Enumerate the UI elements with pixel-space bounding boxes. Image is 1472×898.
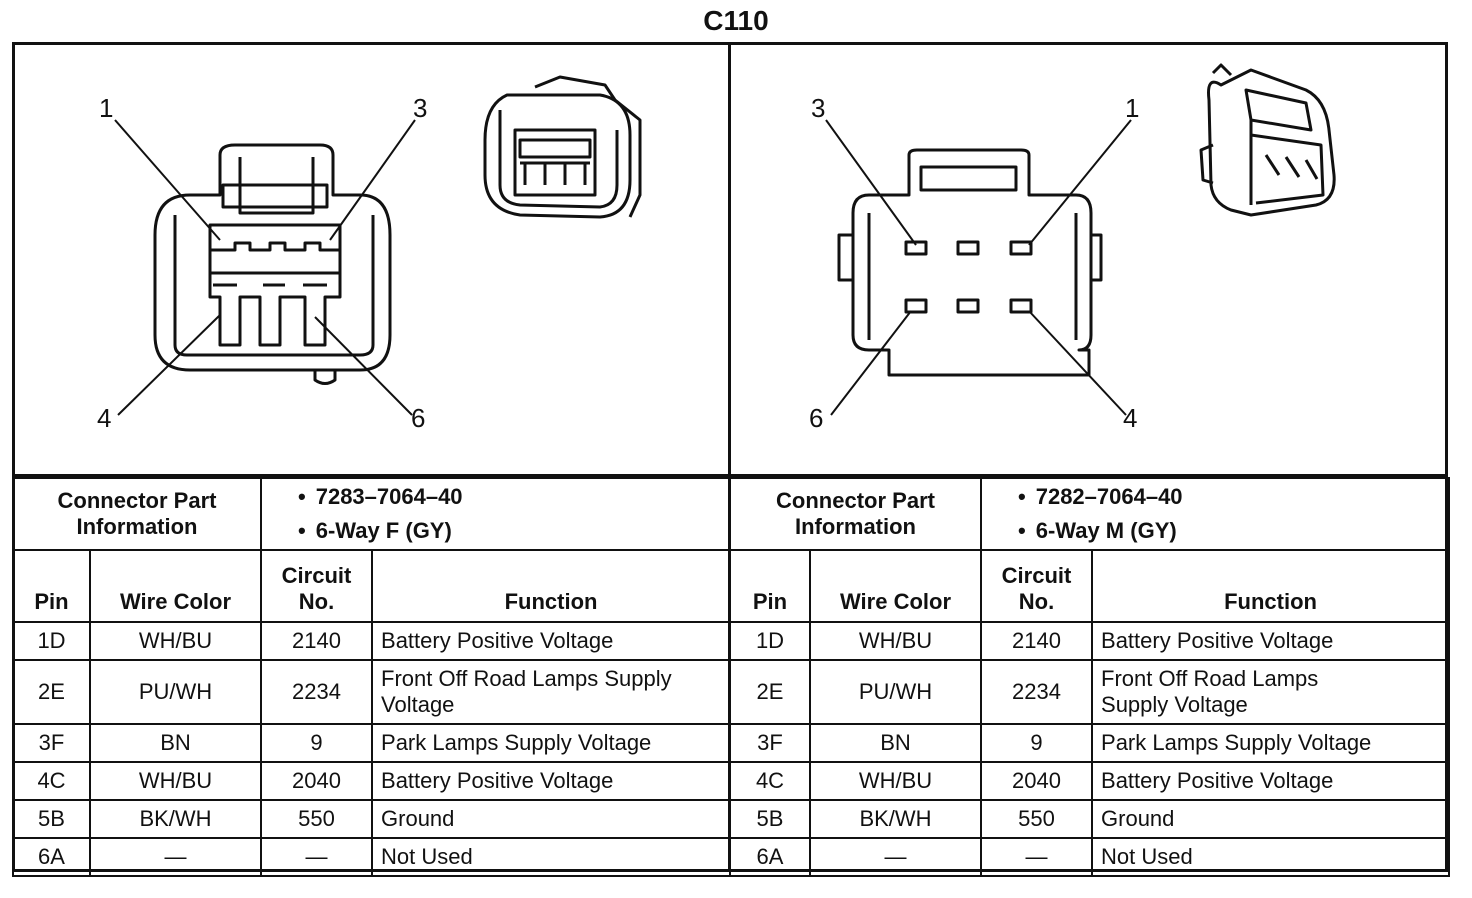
table-row: 6A — — Not Used: [729, 837, 1451, 877]
col-header-wire-color: Wire Color: [808, 549, 983, 623]
col-header-circuit: Circuit No.: [980, 549, 1094, 623]
table-row: 1D WH/BU 2140 Battery Positive Voltage: [729, 621, 1451, 661]
table-row: 5B BK/WH 550 Ground: [729, 799, 1451, 839]
male-pin-slot-1: [904, 240, 928, 256]
female-pin-table: Connector Part Information 7283–7064–40 …: [11, 477, 732, 877]
female-callout-6: 6: [411, 403, 425, 433]
col-header-function: Function: [1091, 549, 1451, 623]
male-pin-slot-2: [956, 240, 980, 256]
female-callout-1: 1: [99, 93, 113, 123]
connector-title: C110: [703, 5, 769, 36]
female-lower-terminals: [208, 273, 342, 347]
table-row: 1D WH/BU 2140 Battery Positive Voltage: [12, 621, 732, 661]
female-leader-1: [114, 119, 221, 241]
center-divider: [728, 42, 731, 872]
female-part-number: 7283–7064–40: [298, 480, 721, 514]
male-part-info-row: Connector Part Information 7282–7064–40 …: [728, 477, 1451, 551]
female-housing-outline: [153, 143, 392, 372]
male-connector-drawing: 3 1 6 4: [809, 63, 1336, 433]
female-part-info-values: 7283–7064–40 6-Way F (GY): [260, 477, 732, 551]
col-header-pin: Pin: [729, 549, 811, 623]
table-row: 4C WH/BU 2040 Battery Positive Voltage: [12, 761, 732, 801]
col-header-pin: Pin: [12, 549, 91, 623]
female-part-type: 6-Way F (GY): [298, 514, 721, 548]
male-leader-3: [825, 119, 917, 246]
male-callout-3: 3: [811, 93, 825, 123]
male-part-info-values: 7282–7064–40 6-Way M (GY): [980, 477, 1451, 551]
male-pin-slot-6: [1009, 298, 1033, 314]
table-row: 2E PU/WH 2234 Front Off Road Lamps Suppl…: [729, 659, 1451, 725]
male-pin-slot-5: [956, 298, 980, 314]
table-row: 2E PU/WH 2234 Front Off Road Lamps Suppl…: [12, 659, 732, 725]
female-part-info-label: Connector Part Information: [11, 477, 263, 551]
table-row: 3F BN 9 Park Lamps Supply Voltage: [729, 723, 1451, 763]
male-pin-table: Connector Part Information 7282–7064–40 …: [728, 477, 1451, 877]
female-leader-6: [314, 316, 413, 416]
male-part-number: 7282–7064–40: [1018, 480, 1440, 514]
male-pin-slot-3: [1009, 240, 1033, 256]
col-header-wire-color: Wire Color: [88, 549, 263, 623]
col-header-function: Function: [371, 549, 732, 623]
male-pin-slot-4: [904, 298, 928, 314]
male-callout-6: 6: [809, 403, 823, 433]
male-callout-4: 4: [1123, 403, 1137, 433]
male-leader-6: [830, 310, 912, 416]
drawing-table-separator: [12, 474, 1448, 477]
female-part-info-row: Connector Part Information 7283–7064–40 …: [11, 477, 732, 551]
male-housing-outline: [851, 148, 1093, 377]
male-table-header: Pin Wire Color Circuit No. Function: [729, 549, 1451, 623]
male-leader-4: [1028, 310, 1127, 416]
male-leader-1: [1028, 119, 1132, 246]
female-connector-drawing: 1 3 4 6: [97, 75, 642, 433]
female-leader-4: [117, 314, 221, 416]
male-connector-iso-view: [1199, 63, 1336, 217]
female-leader-3: [329, 119, 416, 241]
male-part-info-label: Connector Part Information: [728, 477, 983, 551]
col-header-circuit: Circuit No.: [260, 549, 374, 623]
table-row: 5B BK/WH 550 Ground: [12, 799, 732, 839]
female-connector-iso-view: [483, 75, 642, 219]
female-callout-3: 3: [413, 93, 427, 123]
female-upper-terminals: [208, 223, 342, 252]
male-part-type: 6-Way M (GY): [1018, 514, 1440, 548]
female-table-header: Pin Wire Color Circuit No. Function: [12, 549, 732, 623]
table-row: 4C WH/BU 2040 Battery Positive Voltage: [729, 761, 1451, 801]
male-callout-1: 1: [1125, 93, 1139, 123]
female-callout-4: 4: [97, 403, 111, 433]
table-row: 6A — — Not Used: [12, 837, 732, 877]
table-row: 3F BN 9 Park Lamps Supply Voltage: [12, 723, 732, 763]
